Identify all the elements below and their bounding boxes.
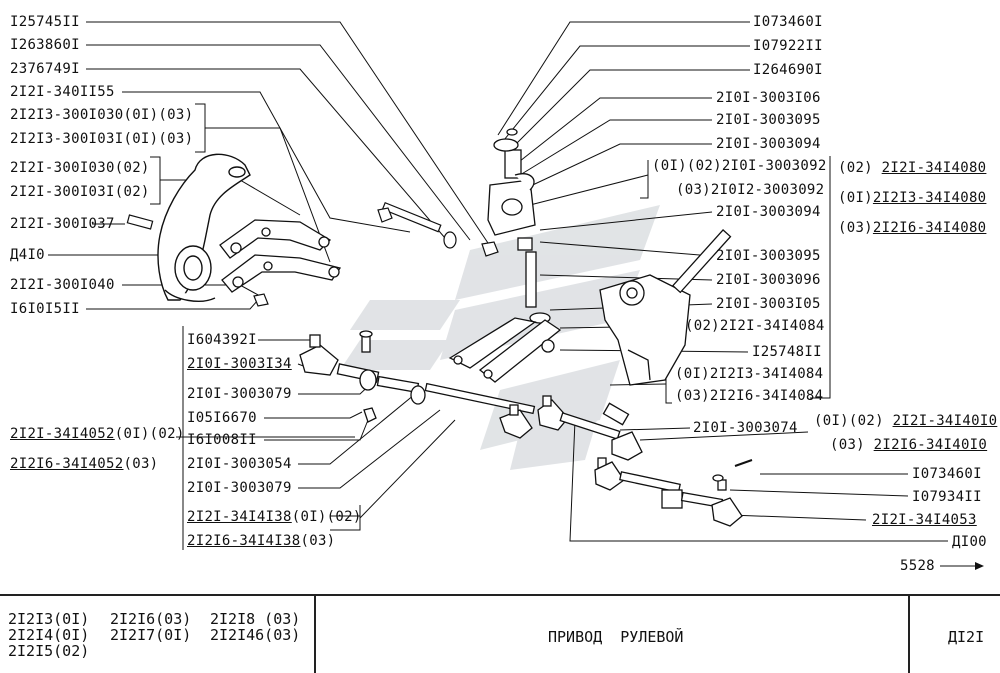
part-label-center-bottom-1: 2I2I-34I4I38(0I)(02) xyxy=(187,509,362,525)
variant-suffix: (03) xyxy=(300,533,336,549)
pitman-arm-pair xyxy=(448,317,562,383)
part-label-left-2: I263860I xyxy=(10,37,80,53)
part-label-right-15: (0I)2I2I3-34I4084 xyxy=(675,366,824,382)
part-label-center-6: 2I0I-3003054 xyxy=(187,456,292,472)
leader-lines xyxy=(48,21,975,567)
part-label-left-4: 2I2I-340II55 xyxy=(10,84,115,100)
part-label-left-bottom-1: 2I2I-34I4052(0I)(02) xyxy=(10,426,185,442)
steering-knuckle xyxy=(157,153,251,302)
part-label-right-4: 2I0I-3003I06 xyxy=(716,90,821,106)
part-label-right-6: 2I0I-3003094 xyxy=(716,136,821,152)
title-block: 2I2I3(0I) 2I2I4(0I) 2I2I5(02) 2I2I6(03) … xyxy=(0,594,1000,673)
part-label-far-right-3: (03)2I2I6-34I4080 xyxy=(838,220,986,236)
part-label-left-9: 2I2I-300I037 xyxy=(10,216,115,232)
part-label-left-7: 2I2I-300I030(02) xyxy=(10,160,150,176)
divider xyxy=(314,596,316,673)
divider xyxy=(908,596,910,673)
part-label-lower-right-3: 2I2I-34I4053 xyxy=(872,512,977,528)
steering-linkage-drawing xyxy=(48,21,984,570)
part-label-left-1: I25745II xyxy=(10,14,80,30)
part-label-center-2: 2I0I-3003I34 xyxy=(187,356,292,372)
part-label-right-1: I073460I xyxy=(753,14,823,30)
part-code: 2I2I-34I40I0 xyxy=(892,413,998,429)
page-code: ДI2I xyxy=(948,628,985,646)
part-label-right-13: (02)2I2I-34I4084 xyxy=(685,318,825,334)
part-label-right-2: I07922II xyxy=(753,38,823,54)
part-label-far-right-4: (0I)(02) 2I2I-34I40I0 xyxy=(814,413,997,429)
part-code: 2I2I6-34I40I0 xyxy=(873,437,988,453)
part-label-left-6: 2I2I3-300I03I(0I)(03) xyxy=(10,131,194,147)
part-label-left-11: 2I2I-300I040 xyxy=(10,277,115,293)
part-label-right-12: 2I0I-3003I05 xyxy=(716,296,821,312)
model-code: 2I2I6(03) xyxy=(110,610,192,628)
part-label-right-9: 2I0I-3003094 xyxy=(716,204,821,220)
steering-gear-box xyxy=(599,229,732,386)
page-title: ПРИВОД РУЛЕВОЙ xyxy=(548,628,684,646)
part-label-left-3: 2376749I xyxy=(10,61,80,77)
part-label-far-right-5: (03) 2I2I6-34I40I0 xyxy=(830,437,987,453)
part-label-lower-right-4: ДI00 xyxy=(952,534,987,550)
part-code: 2I2I-34I4080 xyxy=(881,160,987,176)
steering-arm-upper xyxy=(219,219,332,259)
variant-prefix: (03) xyxy=(830,437,874,453)
part-label-right-14: I25748II xyxy=(752,344,822,360)
part-label-center-1: I604392I xyxy=(187,332,257,348)
model-code: 2I2I5(02) xyxy=(8,642,90,660)
part-label-far-right-1: (02) 2I2I-34I4080 xyxy=(838,160,986,176)
part-code: 2I2I6-34I4I38 xyxy=(187,533,301,549)
variant-prefix: (0I)(02) xyxy=(814,413,893,429)
part-label-left-bottom-2: 2I2I6-34I4052(03) xyxy=(10,456,158,472)
idler-arm-bracket xyxy=(487,128,551,324)
part-code: 2I2I3-34I4080 xyxy=(872,190,987,206)
part-label-lower-right-1: I073460I xyxy=(912,466,982,482)
part-label-right-17: 2I0I-3003074 xyxy=(693,420,798,436)
part-code: 2I2I-34I4I38 xyxy=(187,509,292,525)
part-label-left-10: Д4I0 xyxy=(10,247,45,263)
variant-suffix: (03) xyxy=(123,456,159,472)
variant-prefix: (02) xyxy=(838,160,882,176)
model-code: 2I2I7(0I) xyxy=(110,626,192,644)
variant-prefix: (03) xyxy=(838,220,873,236)
part-code: 2I2I-34I4052 xyxy=(10,426,115,442)
variant-suffix: (0I)(02) xyxy=(114,426,185,442)
part-label-center-4: I05I6670 xyxy=(187,410,257,426)
part-label-left-12: I6I0I5II xyxy=(10,301,80,317)
page-reference: 5528 xyxy=(900,558,935,574)
part-label-center-5: I6I008II xyxy=(187,432,257,448)
part-label-center-3: 2I0I-3003079 xyxy=(187,386,292,402)
model-code: 2I2I3(0I) xyxy=(8,610,90,628)
part-label-lower-right-2: I07934II xyxy=(912,489,982,505)
steering-arm-lower xyxy=(221,254,342,293)
variant-suffix: (0I)(02) xyxy=(291,509,362,525)
part-label-right-16: (03)2I2I6-34I4084 xyxy=(675,388,824,404)
part-label-center-7: 2I0I-3003079 xyxy=(187,480,292,496)
arrow-head-icon xyxy=(975,562,984,570)
part-label-right-3: I264690I xyxy=(753,62,823,78)
part-label-right-8: (03)2I0I2-3003092 xyxy=(676,182,825,198)
part-label-right-5: 2I0I-3003095 xyxy=(716,112,821,128)
model-code: 2I2I46(03) xyxy=(210,626,301,644)
variant-prefix: (0I) xyxy=(838,190,873,206)
part-label-left-5: 2I2I3-300I030(0I)(03) xyxy=(10,107,194,123)
model-code: 2I2I4(0I) xyxy=(8,626,90,644)
part-label-right-10: 2I0I-3003095 xyxy=(716,248,821,264)
part-code: 2I2I6-34I4052 xyxy=(10,456,124,472)
part-label-right-11: 2I0I-3003096 xyxy=(716,272,821,288)
part-label-far-right-2: (0I)2I2I3-34I4080 xyxy=(838,190,986,206)
part-label-left-8: 2I2I-300I03I(02) xyxy=(10,184,150,200)
part-label-center-bottom-2: 2I2I6-34I4I38(03) xyxy=(187,533,335,549)
tie-rod-right xyxy=(537,395,753,527)
tie-rod-left xyxy=(299,330,536,439)
model-code: 2I2I8 (03) xyxy=(210,610,301,628)
part-label-right-7: (0I)(02)2I0I-3003092 xyxy=(652,158,827,174)
part-code: 2I2I6-34I4080 xyxy=(872,220,987,236)
bolt-and-nut xyxy=(126,201,499,307)
